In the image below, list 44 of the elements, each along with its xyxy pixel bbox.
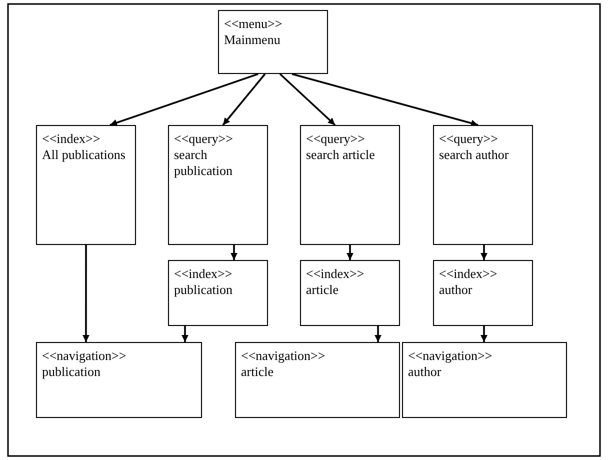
arrow (480, 326, 488, 342)
arrow (374, 326, 382, 342)
class-box (402, 342, 567, 418)
class-name: article (306, 282, 340, 298)
class-box (300, 260, 400, 326)
arrow (222, 73, 266, 126)
stereotype-label: <<index>> (42, 131, 102, 147)
class-box (433, 125, 533, 245)
arrow (292, 73, 478, 127)
class-box (218, 10, 328, 74)
class-box (168, 125, 268, 245)
class-box (36, 342, 202, 418)
stereotype-label: <<menu>> (224, 16, 284, 32)
stereotype-label: <<navigation>> (42, 348, 128, 364)
arrow (110, 73, 258, 126)
arrow (230, 245, 238, 260)
arrow (182, 326, 188, 342)
class-box (36, 125, 136, 245)
stereotype-label: <<navigation>> (408, 348, 494, 364)
stereotype-label: <<index>> (306, 266, 366, 282)
class-name: search article (306, 147, 376, 163)
class-name: search author (439, 147, 510, 163)
class-name: All publications (42, 147, 126, 163)
class-box (235, 342, 400, 418)
arrow (82, 245, 90, 342)
stereotype-label: <<query>> (306, 131, 366, 147)
arrow (279, 73, 336, 126)
class-name: author (408, 364, 442, 380)
stereotype-label: <<index>> (174, 266, 234, 282)
stereotype-label: <<index>> (439, 266, 498, 282)
class-name: search publication (174, 147, 234, 179)
class-name: Mainmenu (224, 32, 282, 48)
class-name: publication (174, 282, 234, 298)
stereotype-label: <<navigation>> (241, 348, 326, 364)
class-box (433, 260, 533, 326)
class-name: author (439, 282, 474, 298)
class-box (168, 260, 268, 326)
arrow (346, 245, 354, 260)
stereotype-label: <<query>> (174, 131, 234, 147)
class-box (300, 125, 400, 245)
stereotype-label: <<query>> (439, 131, 499, 147)
arrow (480, 245, 488, 260)
class-name: publication (42, 364, 102, 380)
class-name: article (241, 364, 274, 380)
